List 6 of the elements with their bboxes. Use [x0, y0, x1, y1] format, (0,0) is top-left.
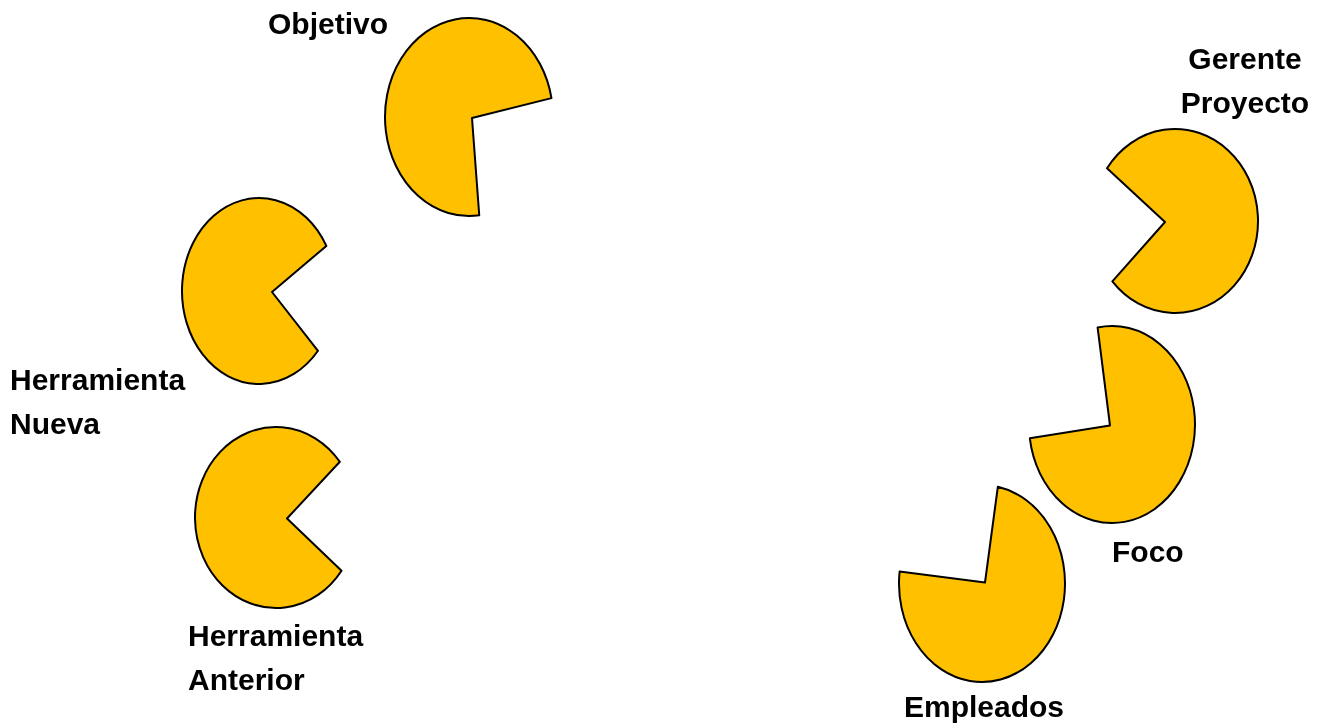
shape-label: Empleados [904, 689, 1066, 725]
shape-label: Foco [1112, 534, 1185, 570]
shape-label: Herramienta Nueva [10, 362, 187, 442]
shape-label: Objetivo [268, 6, 389, 42]
shape-label: Herramienta Anterior [188, 618, 365, 698]
shape-label: Gerente Proyecto [1179, 41, 1311, 121]
